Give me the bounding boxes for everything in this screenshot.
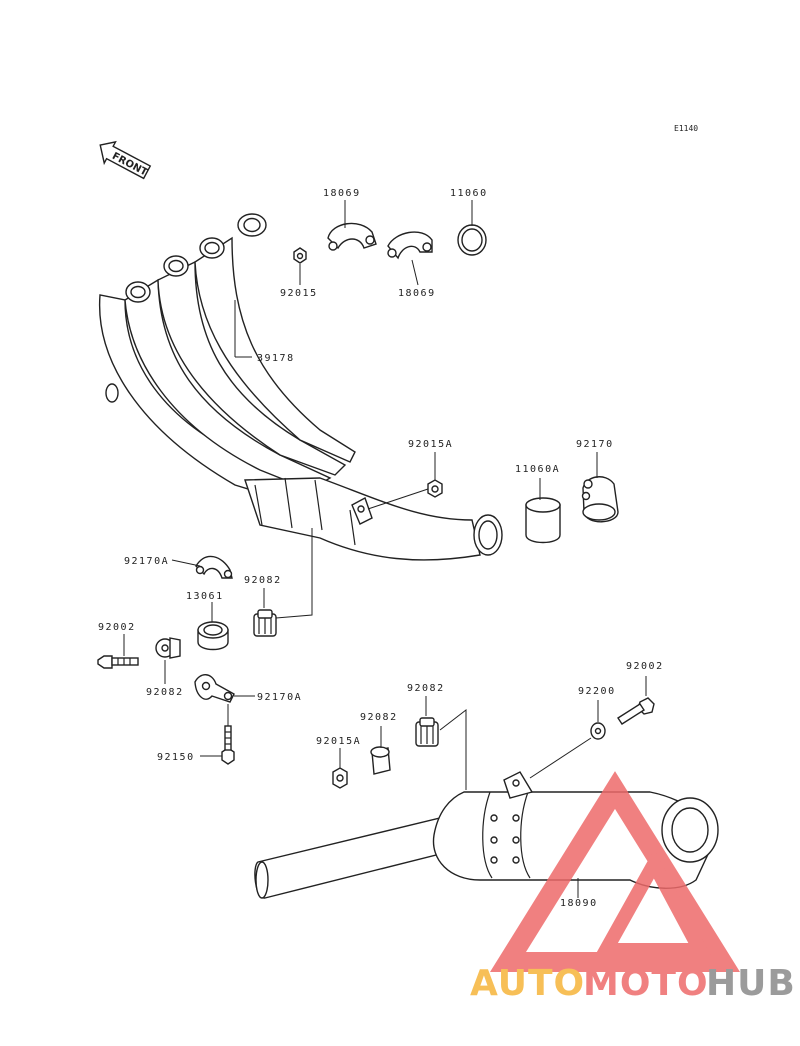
callout-92015A-top: 92015A [408,439,453,450]
bracket-92170A-upper [195,555,233,579]
washer-92200 [590,722,606,740]
grommet-92082-lower [370,746,391,775]
exhaust-header-pipes [98,213,503,561]
grommet-92082-mid [253,609,277,637]
callout-92170A-left: 92170A [124,556,169,567]
gasket-11060 [457,224,487,256]
watermark-moto-text: MOTO [583,963,709,1004]
callout-92015: 92015 [280,288,318,299]
watermark-triangle-outer [490,771,740,972]
nut-92015A-top [427,479,443,498]
bolt-92002-left [97,655,139,669]
callout-92082-lower: 92082 [360,712,398,723]
clamp-18069-a [327,222,377,251]
callout-92170-right: 92170 [576,439,614,450]
watermark-logo: AUTO MOTO HUB [470,771,796,1004]
callout-18069-top: 18069 [323,188,361,199]
callout-92200: 92200 [578,686,616,697]
callout-92002-left: 92002 [98,622,136,633]
watermark-triangle-inner [594,849,712,957]
callout-18069-bottom: 18069 [398,288,436,299]
callout-92082-mid: 92082 [244,575,282,586]
callout-13061: 13061 [186,591,224,602]
grommet-92082-left [155,637,181,659]
callout-92082-left: 92082 [146,687,184,698]
bolt-92150 [221,725,235,765]
collar-13061 [197,621,229,651]
callout-92082-muffler: 92082 [407,683,445,694]
clamp-92170 [581,476,619,523]
watermark-hub-text: HUB [706,963,796,1004]
grommet-92082-muffler [415,717,439,747]
watermark-auto-text: AUTO [470,963,585,1004]
callout-92150: 92150 [157,752,195,763]
bracket-92170A-lower [194,674,235,703]
callout-92170A-bottom: 92170A [257,692,302,703]
bolt-92002-right [617,697,655,725]
leader-lines [123,200,647,898]
callout-92002-right: 92002 [626,661,664,672]
nut-92015 [293,247,307,264]
callout-39178: 39178 [257,353,295,364]
callout-18090: 18090 [560,898,598,909]
callout-11060A: 11060A [515,464,560,475]
front-arrow-icon: FRONT [99,140,152,180]
clamp-18069-b [387,231,433,260]
callout-11060: 11060 [450,188,488,199]
callout-92015A-lower: 92015A [316,736,361,747]
nut-92015A-lower [332,767,348,789]
diagram-code: E1140 [674,124,698,133]
gasket-11060A [525,497,561,544]
